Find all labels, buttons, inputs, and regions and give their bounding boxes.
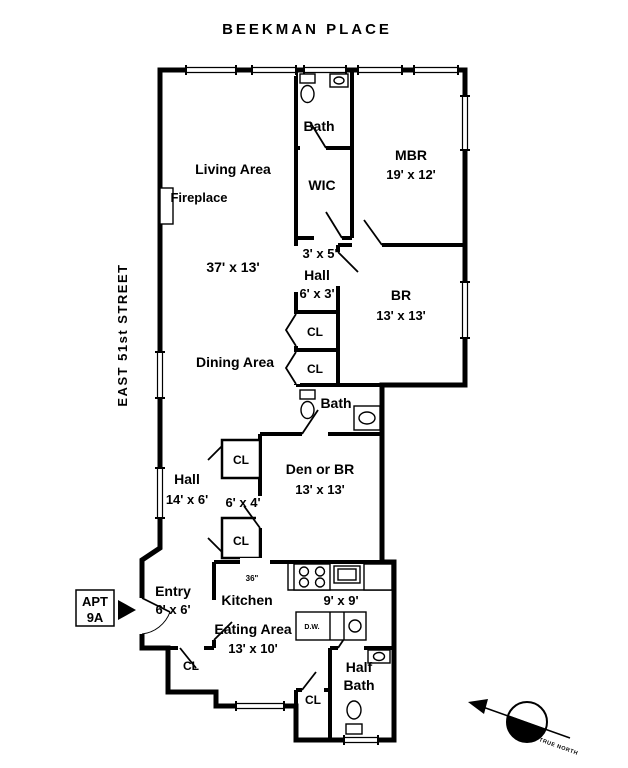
door-openings	[138, 144, 382, 694]
window	[413, 64, 459, 76]
bath-mid-toilet	[299, 389, 316, 420]
label-passage-mbr: 3' x 5'	[302, 246, 337, 261]
window	[459, 95, 471, 151]
kitchen-sink	[333, 565, 361, 584]
label-cl-den-top: CL	[233, 453, 249, 467]
label-entry-dims: 6' x 6'	[155, 602, 190, 617]
apt-tag-line2: 9A	[87, 610, 104, 625]
label-bath-top: Bath	[303, 118, 334, 134]
page-title: BEEKMAN PLACE	[222, 21, 392, 38]
label-mbr-dims: 19' x 12'	[386, 167, 436, 182]
window	[459, 281, 471, 339]
label-fireplace: Fireplace	[170, 190, 227, 205]
label-br: BR	[391, 287, 411, 303]
label-hall-upper-dims: 6' x 3'	[299, 286, 334, 301]
apt-tag-line1: APT	[82, 594, 108, 609]
label-dining-area: Dining Area	[196, 354, 274, 370]
window	[185, 64, 237, 76]
window	[303, 64, 347, 76]
kitchen-stove	[293, 563, 331, 591]
room-labels: Bath Living Area Fireplace WIC MBR 19' x…	[155, 118, 436, 707]
label-entry: Entry	[155, 583, 191, 599]
window	[343, 734, 379, 746]
label-eating-area: Eating Area	[214, 621, 291, 637]
bath-mid-sink	[353, 405, 381, 431]
kitchen-fridge	[363, 563, 393, 591]
label-den-dims: 13' x 13'	[295, 482, 345, 497]
label-cl-den-bottom: CL	[233, 534, 249, 548]
label-cl-1: CL	[307, 325, 323, 339]
kitchen-island	[295, 611, 367, 641]
label-wic: WIC	[308, 177, 335, 193]
label-doorway-width: 36"	[246, 574, 259, 583]
label-den: Den or BR	[286, 461, 354, 477]
label-half-bath-1: Half	[346, 659, 373, 675]
bath-top-toilet	[299, 73, 316, 104]
label-br-dims: 13' x 13'	[376, 308, 426, 323]
label-hall-lower-dims: 14' x 6'	[166, 492, 208, 507]
label-kitchen: Kitchen	[221, 592, 272, 608]
window	[357, 64, 403, 76]
label-passage-den: 6' x 4'	[225, 495, 260, 510]
label-eating-dims: 13' x 10'	[228, 641, 278, 656]
fixtures	[287, 73, 393, 735]
label-half-bath-2: Bath	[343, 677, 374, 693]
label-hall-upper: Hall	[304, 267, 330, 283]
label-hall-lower: Hall	[174, 471, 200, 487]
compass-label: TRUE NORTH	[538, 737, 579, 757]
label-living-area: Living Area	[195, 161, 271, 177]
closet-den-top-box	[220, 438, 262, 480]
fireplace-box	[159, 187, 174, 225]
window	[235, 700, 285, 712]
closet-den-bottom-box	[220, 516, 262, 560]
bath-top-sink	[329, 73, 349, 88]
window	[154, 467, 166, 519]
label-dishwasher: D.W.	[304, 624, 319, 631]
label-cl-bottom: CL	[305, 693, 321, 707]
window	[154, 351, 166, 399]
label-bath-mid: Bath	[320, 395, 351, 411]
label-kitchen-dims: 9' x 9'	[323, 593, 358, 608]
half-bath-sink	[367, 649, 391, 664]
apt-tag: APT 9A	[75, 589, 136, 627]
label-living-dims: 37' x 13'	[206, 259, 259, 275]
label-mbr: MBR	[395, 147, 427, 163]
label-cl-2: CL	[307, 362, 323, 376]
compass-icon: TRUE NORTH	[468, 699, 579, 757]
half-bath-toilet	[345, 700, 363, 735]
label-cl-entry: CL	[183, 659, 199, 673]
street-label: EAST 51st STREET	[115, 263, 130, 406]
apt-arrow-icon	[118, 600, 136, 620]
windows	[154, 64, 471, 746]
window	[251, 64, 297, 76]
